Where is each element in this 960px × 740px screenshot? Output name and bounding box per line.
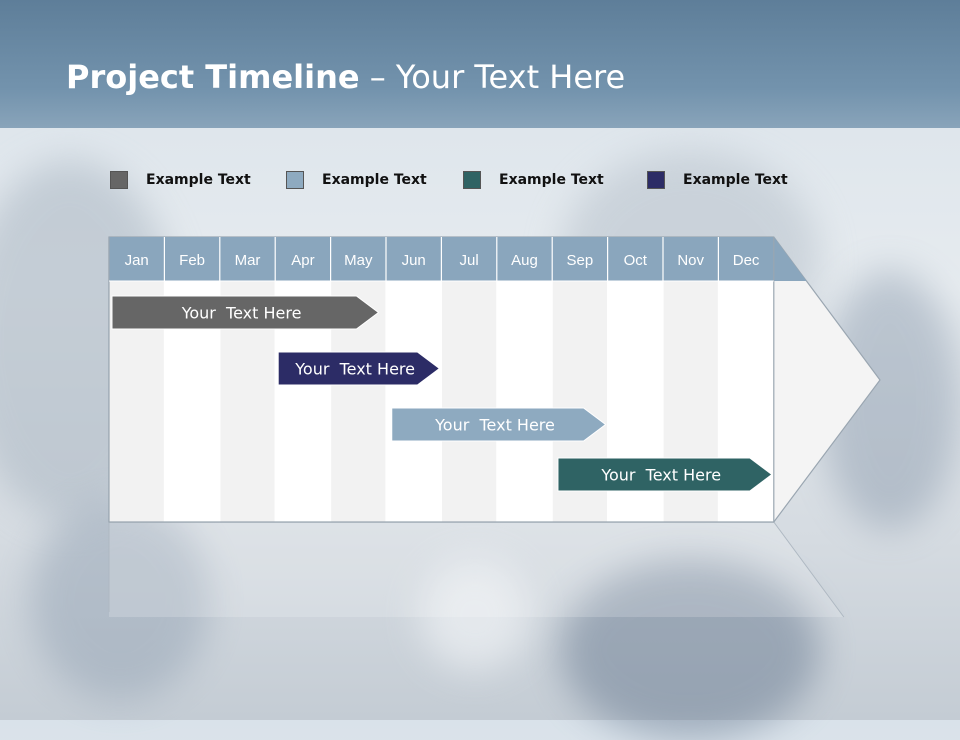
month-header-row: [109, 237, 807, 281]
month-column: [496, 281, 553, 522]
timeline-reflection: [109, 522, 844, 617]
task-label-3: Your Text Here: [434, 416, 555, 435]
legend-swatch: [647, 171, 665, 189]
page-title: Project Timeline – Your Text Here: [66, 58, 625, 96]
month-label-apr: Apr: [291, 252, 314, 269]
legend-item-3: Example Text: [463, 170, 604, 190]
legend-label: Example Text: [146, 172, 251, 188]
month-label-may: May: [344, 252, 373, 269]
title-bold: Project Timeline: [66, 58, 360, 96]
month-label-jun: Jun: [402, 252, 426, 269]
month-label-jan: Jan: [125, 252, 149, 269]
legend-item-4: Example Text: [647, 170, 788, 190]
legend-item-2: Example Text: [286, 170, 427, 190]
month-label-sep: Sep: [567, 252, 594, 269]
legend-item-1: Example Text: [110, 170, 251, 190]
title-rest: – Your Text Here: [359, 58, 626, 96]
task-bar-3: [391, 407, 607, 442]
task-label-2: Your Text Here: [294, 360, 415, 379]
background-photo-shape: [420, 560, 530, 670]
task-bar-2: [277, 351, 441, 386]
task-label-4: Your Text Here: [600, 466, 721, 485]
task-bar-1: [111, 295, 380, 330]
month-column: [441, 281, 497, 522]
month-column: [386, 281, 442, 522]
task-label-1: Your Text Here: [181, 304, 302, 323]
legend-label: Example Text: [499, 172, 604, 188]
month-label-oct: Oct: [624, 252, 648, 269]
background-photo-shape: [560, 560, 820, 740]
month-label-nov: Nov: [677, 252, 704, 269]
reflection-edge: [773, 521, 845, 618]
month-label-dec: Dec: [733, 252, 760, 269]
legend-label: Example Text: [683, 172, 788, 188]
background-photo-shape: [30, 500, 210, 700]
month-label-feb: Feb: [179, 252, 205, 269]
month-label-jul: Jul: [460, 252, 479, 269]
header-band: [0, 0, 960, 128]
month-label-mar: Mar: [235, 252, 261, 269]
month-label-aug: Aug: [511, 252, 538, 269]
legend-swatch: [463, 171, 481, 189]
timeline-diagram: Jan Feb Mar Apr May Jun Jul Aug Sep Oct Nov DecYour…: [108, 236, 881, 618]
legend-swatch: [110, 171, 128, 189]
legend-swatch: [286, 171, 304, 189]
legend-label: Example Text: [322, 172, 427, 188]
task-bar-4: [557, 457, 773, 492]
